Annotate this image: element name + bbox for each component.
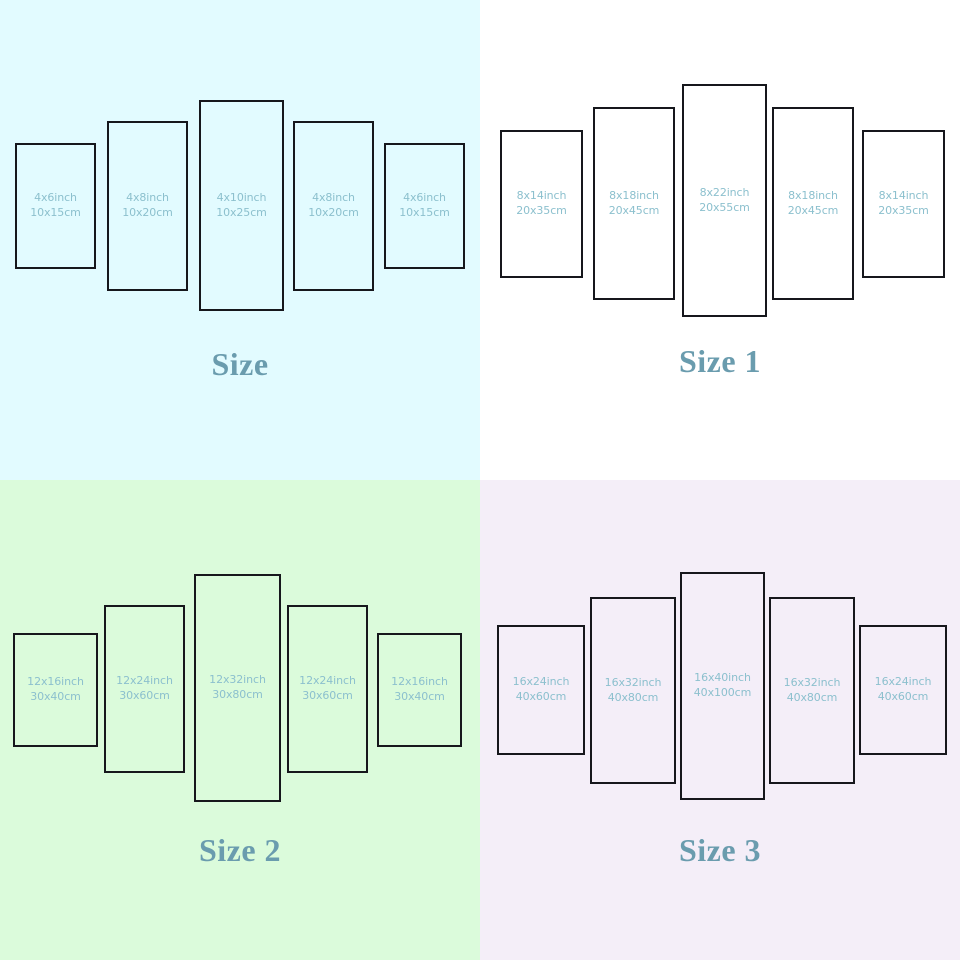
panel-label-cm: 40x60cm (515, 690, 567, 703)
panel-label-inch: 16x24inch (512, 675, 570, 689)
panel-label-inch: 8x14inch (878, 189, 929, 203)
panel-label-inch: 4x10inch (216, 190, 267, 204)
panel-label: 4x8inch 10x20cm (122, 191, 173, 220)
panel-4[interactable]: 8x18inch 20x45cm (772, 107, 854, 300)
panel-label-inch: 16x32inch (783, 675, 841, 689)
panel-label: 8x22inch 20x55cm (699, 186, 750, 215)
panel-label-cm: 10x15cm (399, 206, 450, 219)
panel-2[interactable]: 16x32inch 40x80cm (590, 597, 676, 784)
panel-group-size-1: 8x14inch 20x35cm 8x18inch 20x45cm 8x22in… (480, 0, 960, 480)
quadrant-size-1: 8x14inch 20x35cm 8x18inch 20x45cm 8x22in… (480, 0, 960, 480)
panel-label: 4x6inch 10x15cm (30, 191, 81, 220)
panel-label-cm: 20x55cm (699, 200, 750, 214)
panel-label-inch: 16x40inch (694, 671, 751, 685)
panel-1[interactable]: 12x16inch 30x40cm (13, 633, 98, 747)
panel-label: 8x14inch 20x35cm (878, 189, 929, 218)
panel-label-inch: 16x32inch (604, 675, 662, 689)
quadrant-title: Size 2 (198, 832, 282, 868)
panel-3[interactable]: 8x22inch 20x55cm (682, 84, 767, 317)
panel-4[interactable]: 16x32inch 40x80cm (769, 597, 855, 784)
panel-4[interactable]: 12x24inch 30x60cm (287, 605, 368, 773)
panel-label-inch: 4x8inch (312, 191, 355, 205)
panel-3[interactable]: 4x10inch 10x25cm (199, 100, 284, 311)
panel-group-size-2: 12x16inch 30x40cm 12x24inch 30x60cm 12x3… (0, 480, 480, 960)
panel-label-cm: 10x25cm (216, 205, 267, 219)
panel-label-cm: 20x45cm (787, 203, 839, 217)
panel-5[interactable]: 16x24inch 40x60cm (859, 625, 947, 755)
panel-label-inch: 12x32inch (209, 673, 266, 687)
panel-label: 4x6inch 10x15cm (399, 191, 450, 220)
quadrant-title: Size 1 (678, 343, 762, 379)
panel-5[interactable]: 4x6inch 10x15cm (384, 143, 465, 269)
panel-label: 8x18inch 20x45cm (788, 189, 839, 218)
panel-5[interactable]: 12x16inch 30x40cm (377, 633, 462, 747)
panel-label: 16x32inch 40x80cm (784, 676, 841, 705)
panel-label: 12x24inch 30x60cm (299, 674, 356, 703)
panel-label-cm: 10x20cm (308, 206, 359, 219)
panel-label-cm: 30x80cm (212, 688, 263, 701)
panel-label-inch: 4x6inch (34, 191, 77, 205)
panel-label-cm: 20x45cm (608, 203, 660, 217)
panel-2[interactable]: 12x24inch 30x60cm (104, 605, 185, 773)
panel-2[interactable]: 4x8inch 10x20cm (107, 121, 188, 291)
panel-label-inch: 4x8inch (126, 191, 169, 205)
panel-label: 4x8inch 10x20cm (308, 191, 359, 220)
panel-label: 12x16inch 30x40cm (27, 675, 84, 704)
panel-label-inch: 8x18inch (788, 188, 838, 202)
panel-label: 16x24inch 40x60cm (513, 675, 570, 704)
panel-5[interactable]: 8x14inch 20x35cm (862, 130, 945, 278)
panel-1[interactable]: 8x14inch 20x35cm (500, 130, 583, 278)
panel-label-cm: 10x20cm (122, 206, 173, 219)
panel-label: 16x24inch 40x60cm (875, 675, 932, 704)
panel-label-cm: 30x60cm (119, 689, 170, 702)
panel-label-inch: 12x24inch (299, 674, 356, 688)
panel-3[interactable]: 12x32inch 30x80cm (194, 574, 281, 802)
panel-label-cm: 40x100cm (693, 686, 752, 699)
panel-3[interactable]: 16x40inch 40x100cm (680, 572, 765, 800)
panel-label-inch: 8x18inch (609, 188, 659, 202)
panel-label: 12x32inch 30x80cm (209, 673, 266, 702)
quadrant-size: 4x6inch 10x15cm 4x8inch 10x20cm 4x10inch… (0, 0, 480, 480)
panel-label-inch: 16x24inch (874, 675, 932, 689)
panel-label-cm: 40x60cm (877, 690, 929, 703)
panel-group-size-3: 16x24inch 40x60cm 16x32inch 40x80cm 16x4… (480, 480, 960, 960)
panel-label-inch: 12x16inch (391, 675, 448, 689)
panel-1[interactable]: 4x6inch 10x15cm (15, 143, 96, 269)
panel-label-inch: 12x24inch (116, 674, 173, 688)
panel-label: 8x14inch 20x35cm (516, 189, 567, 218)
quadrant-title: Size 3 (678, 832, 762, 868)
panel-label: 12x24inch 30x60cm (116, 674, 173, 703)
panel-2[interactable]: 8x18inch 20x45cm (593, 107, 675, 300)
panel-label-cm: 10x15cm (30, 206, 81, 219)
panel-label-cm: 40x80cm (607, 690, 659, 704)
panel-label: 16x40inch 40x100cm (693, 671, 752, 700)
panel-label-inch: 8x14inch (516, 189, 567, 203)
panel-label-cm: 30x40cm (30, 690, 81, 703)
quadrant-title: Size (211, 346, 269, 382)
panel-label-cm: 20x35cm (516, 204, 567, 217)
panel-label-cm: 30x60cm (302, 689, 353, 702)
panel-label: 4x10inch 10x25cm (216, 191, 267, 220)
panel-label-inch: 12x16inch (27, 675, 84, 689)
panel-label: 8x18inch 20x45cm (609, 189, 660, 218)
panel-label-inch: 8x22inch (699, 185, 750, 199)
panel-label: 16x32inch 40x80cm (605, 676, 662, 705)
panel-1[interactable]: 16x24inch 40x60cm (497, 625, 585, 755)
panel-label-cm: 40x80cm (786, 690, 838, 704)
quadrant-size-2: 12x16inch 30x40cm 12x24inch 30x60cm 12x3… (0, 480, 480, 960)
panel-label: 12x16inch 30x40cm (391, 675, 448, 704)
quadrant-size-3: 16x24inch 40x60cm 16x32inch 40x80cm 16x4… (480, 480, 960, 960)
panel-label-inch: 4x6inch (403, 191, 446, 205)
panel-label-cm: 20x35cm (878, 204, 929, 217)
panel-label-cm: 30x40cm (394, 690, 445, 703)
panel-4[interactable]: 4x8inch 10x20cm (293, 121, 374, 291)
panel-group-size: 4x6inch 10x15cm 4x8inch 10x20cm 4x10inch… (0, 0, 480, 480)
